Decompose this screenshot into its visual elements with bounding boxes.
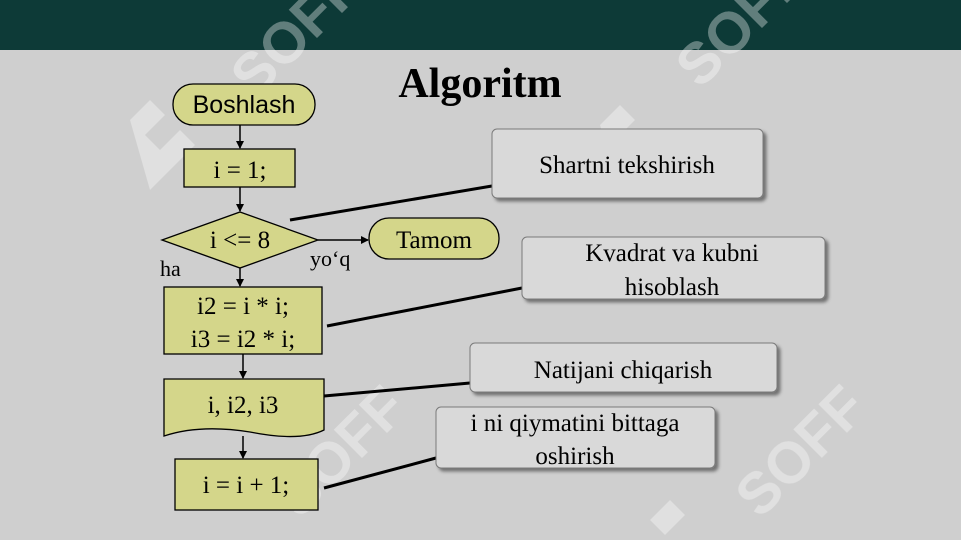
callout-check-box — [491, 128, 764, 199]
slide-title: Algoritm — [398, 61, 561, 107]
start-terminal — [172, 83, 316, 126]
callout-compute-line-2: hisoblash — [625, 274, 720, 301]
compute-process-box — [163, 286, 323, 355]
compute-line-1: i2 = i * i; — [197, 293, 289, 320]
callout-compute-line-1: Kvadrat va kubni — [585, 240, 759, 267]
connector-increment — [323, 456, 437, 490]
connector-check — [289, 184, 493, 222]
output-label: i, i2, i3 — [208, 392, 279, 419]
watermark-text: SOFF — [663, 0, 818, 99]
no-branch-label: yo‘q — [310, 246, 350, 271]
condition-diamond — [160, 211, 320, 269]
increment-label: i = i + 1; — [203, 472, 290, 499]
callout-increment-line-1: i ni qiymatini bittaga — [471, 410, 680, 437]
callout-connectors — [289, 184, 523, 490]
yes-branch-label: ha — [160, 256, 181, 281]
flow-arrows — [236, 125, 369, 459]
connector-compute — [326, 286, 523, 328]
flowchart-labels: Boshlash i = 1; i <= 8 ha yo‘q Tamom i2 … — [160, 91, 473, 499]
output-shape — [163, 378, 325, 438]
compute-line-2: i3 = i2 * i; — [191, 326, 295, 353]
header-bar — [0, 0, 961, 50]
callout-labels: Shartni tekshirish Kvadrat va kubni hiso… — [471, 152, 759, 470]
watermark-text: SOFF — [723, 374, 878, 529]
flowchart-shapes — [160, 83, 500, 511]
callout-output-box — [469, 342, 778, 393]
init-label: i = 1; — [214, 157, 267, 184]
start-label: Boshlash — [193, 91, 296, 119]
condition-label: i <= 8 — [210, 227, 270, 254]
init-process-box — [183, 148, 296, 188]
callout-check-text: Shartni tekshirish — [539, 152, 715, 179]
callout-boxes — [435, 128, 826, 469]
watermark-logo — [650, 500, 685, 535]
callout-increment-line-2: oshirish — [535, 443, 615, 470]
callout-output-text: Natijani chiqarish — [534, 357, 713, 384]
watermark-logo — [130, 100, 195, 190]
connector-output — [323, 381, 471, 398]
callout-increment-box — [435, 406, 716, 469]
end-label: Tamom — [396, 227, 473, 254]
callout-compute-box — [521, 236, 826, 300]
end-terminal — [368, 217, 500, 260]
increment-process-box — [174, 458, 319, 511]
